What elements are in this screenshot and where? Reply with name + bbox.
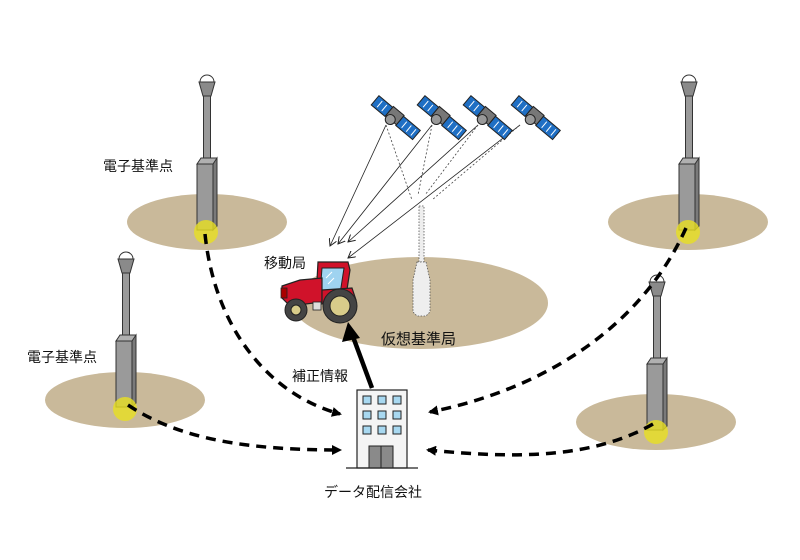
- satellite-icon: [460, 94, 514, 144]
- reference-station-label: 電子基準点: [103, 159, 173, 175]
- satellite-icon: [368, 94, 422, 144]
- data-arrow-mid-left: [127, 403, 342, 455]
- virtual-station-icon: [412, 205, 431, 317]
- satellite-icon: [508, 94, 562, 144]
- tractor-icon: [280, 261, 358, 324]
- satellite-icon: [414, 94, 468, 144]
- data-company-label: データ配信会社: [324, 485, 422, 501]
- gnss-pillar-icon: [193, 74, 219, 245]
- office-building-icon: [346, 389, 418, 469]
- mobile-station-label: 移動局: [264, 256, 306, 272]
- virtual-reference-station-label: 仮想基準局: [381, 330, 457, 348]
- gnss-pillar-icon: [643, 274, 669, 445]
- reference-station-label: 電子基準点: [27, 350, 97, 366]
- correction-info-label: 補正情報: [292, 369, 348, 385]
- gnss-pillar-icon: [112, 251, 138, 422]
- correction-arrow: [349, 333, 375, 389]
- data-arrow-top-right: [428, 227, 688, 416]
- satellite-signals: [330, 124, 521, 258]
- data-arrow-top-left: [203, 233, 342, 417]
- data-arrow-bottom-right: [426, 422, 654, 457]
- gnss-pillar-icon: [675, 74, 701, 245]
- correction-arrow-head: [342, 322, 360, 342]
